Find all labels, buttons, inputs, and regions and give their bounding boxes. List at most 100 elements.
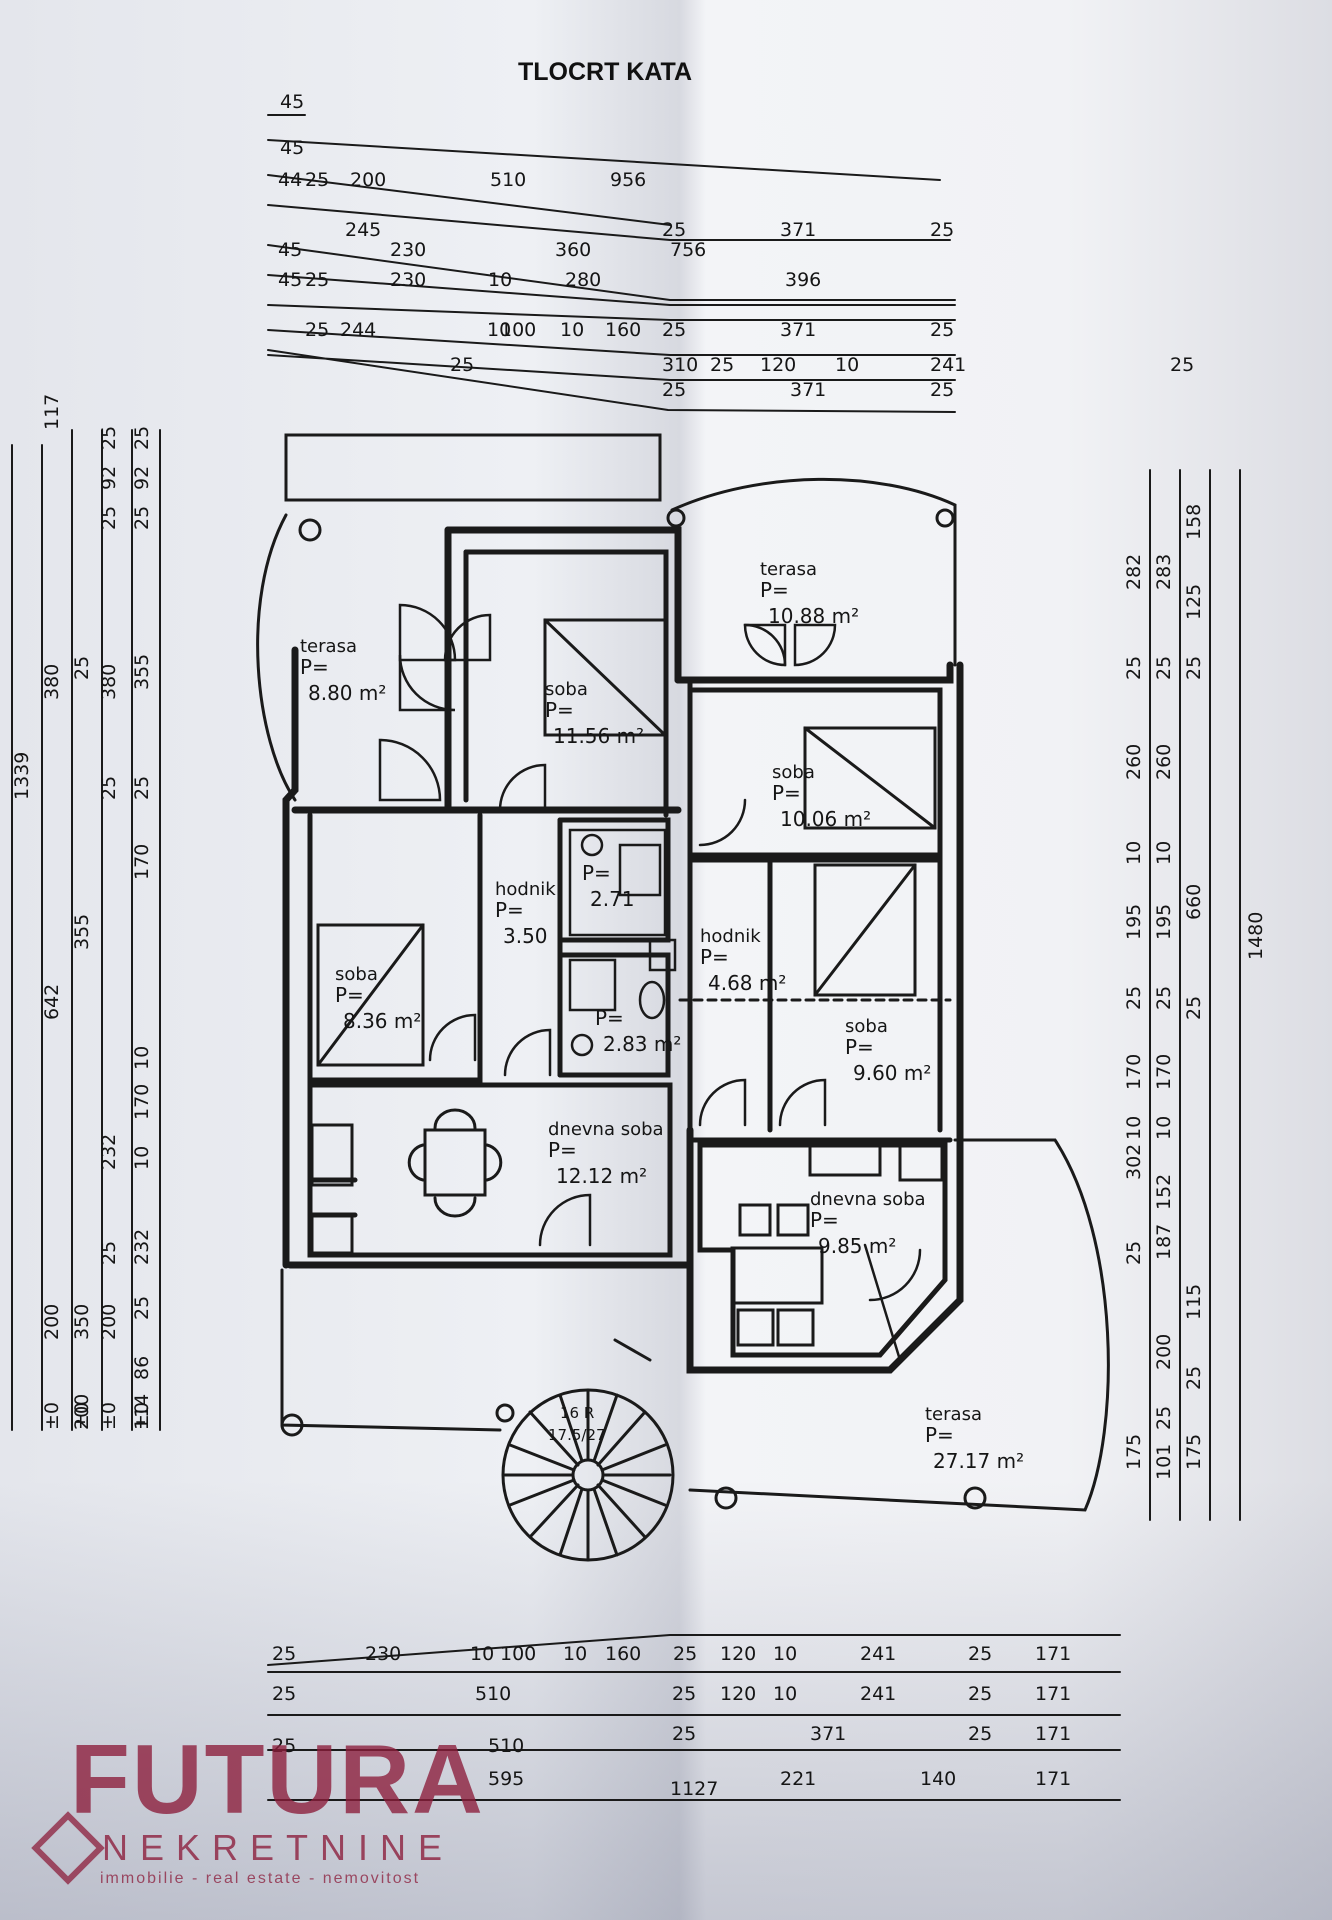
- dim-left-1-4: ±0: [41, 1402, 63, 1430]
- room-p-label-dnevna_w: P=: [548, 1138, 577, 1162]
- dim-right-1-8: 152: [1153, 1174, 1175, 1210]
- dimension-lines-right: [1149, 469, 1241, 1521]
- dim-right-2-7: 175: [1183, 1434, 1205, 1470]
- dim-right-0-10: 175: [1123, 1434, 1145, 1470]
- dim-right-2-1: 125: [1183, 584, 1205, 620]
- dim-left-4-13: ±0: [131, 1402, 153, 1430]
- dim-bottom-0-2: 10: [470, 1643, 494, 1665]
- dim-top-6-8: 25: [930, 319, 954, 341]
- dim-left-2-1: 355: [71, 914, 93, 950]
- exterior-walls: [282, 526, 964, 1374]
- dimension-lines-left: [11, 429, 161, 1431]
- dim-right-1-10: 200: [1153, 1334, 1175, 1370]
- dim-bottom-2-1: 371: [810, 1723, 846, 1745]
- dim-right-1-0: 283: [1153, 554, 1175, 590]
- dim-left-4-9: 232: [131, 1229, 153, 1265]
- dim-top-6-6: 25: [662, 319, 686, 341]
- dim-left-1-1: 380: [41, 664, 63, 700]
- dim-top-3-2: 371: [780, 219, 816, 241]
- dim-right-0-6: 170: [1123, 1054, 1145, 1090]
- dim-top-7-5: 241: [930, 354, 966, 376]
- dim-top-6-1: 244: [340, 319, 376, 341]
- dim-bottom-0-5: 160: [605, 1643, 641, 1665]
- dim-left-4-5: 170: [131, 844, 153, 880]
- dim-bottom-0-0: 25: [272, 1643, 296, 1665]
- dim-bottom-1-3: 120: [720, 1683, 756, 1705]
- dim-bottom-0-6: 25: [673, 1643, 697, 1665]
- dim-left-4-4: 25: [131, 776, 153, 800]
- dim-left-3-0: 25: [98, 426, 120, 450]
- dim-left-1-2: 642: [41, 984, 63, 1020]
- dim-right-1-1: 25: [1153, 656, 1175, 680]
- room-p-label-terasa_s: P=: [925, 1423, 954, 1447]
- dim-right-0-1: 25: [1123, 656, 1145, 680]
- logo-sub-text: NEKRETNINE: [102, 1827, 455, 1868]
- dim-right-2-4: 25: [1183, 996, 1205, 1020]
- plan-title: TLOCRT KATA: [517, 58, 693, 86]
- dim-right-2-6: 25: [1183, 1366, 1205, 1390]
- dim-bottom-1-0: 25: [272, 1683, 296, 1705]
- room-area-dnevna_e: 9.85 m²: [818, 1234, 896, 1258]
- dim-bottom-1-6: 25: [968, 1683, 992, 1705]
- room-area-soba_w: 8.36 m²: [343, 1009, 421, 1033]
- dim-right-2-5: 115: [1183, 1284, 1205, 1320]
- watermark-logo: FUTURA NEKRETNINE immobilie - real estat…: [31, 1730, 540, 1887]
- room-name-terasa_s: terasa: [925, 1404, 982, 1425]
- room-p-label-soba_n: P=: [545, 698, 574, 722]
- room-area-hodnik_e: 4.68 m²: [708, 971, 786, 995]
- dim-left-2-4: ±0: [71, 1402, 93, 1430]
- dim-right-0-0: 282: [1123, 554, 1145, 590]
- beds: [316, 618, 952, 1067]
- stair-size-label: 17.5/27: [548, 1426, 606, 1444]
- dim-top-1-0: 45: [280, 137, 304, 159]
- room-name-terasa_nw: terasa: [300, 636, 357, 657]
- dim-left-4-10: 25: [131, 1296, 153, 1320]
- dim-bottom-3a-0: 25: [272, 1735, 296, 1757]
- logo-tagline: immobilie - real estate - nemovitost: [100, 1870, 421, 1887]
- dimension-lines-bottom: [267, 1634, 1121, 1801]
- dim-top-6-0: 25: [305, 319, 329, 341]
- room-name-terasa_ne: terasa: [760, 559, 817, 580]
- dim-bottom-0-7: 120: [720, 1643, 756, 1665]
- dim-top-0-0: 45: [280, 91, 304, 113]
- dim-bottom-0-4: 10: [563, 1643, 587, 1665]
- dim-left-2-3: 200: [71, 1394, 93, 1430]
- dim-top-3-0: 245: [345, 219, 381, 241]
- dim-left-3-4: 25: [98, 776, 120, 800]
- dim-left-3-6: 25: [98, 1241, 120, 1265]
- dim-left-3-3: 380: [98, 664, 120, 700]
- dim-top-5-1: 25: [305, 269, 329, 291]
- dim-top-4-1: 230: [390, 239, 426, 261]
- dim-left-4-6: 10: [131, 1046, 153, 1070]
- dim-left-4-11: 86: [131, 1356, 153, 1380]
- dim-top-4-3: 756: [670, 239, 706, 261]
- dim-bottom-0-3: 100: [500, 1643, 536, 1665]
- room-name-hodnik_w: hodnik: [495, 879, 556, 900]
- dim-right-0-5: 25: [1123, 986, 1145, 1010]
- dim-left-4-12: 114: [131, 1394, 153, 1430]
- dim-top-6-5: 160: [605, 319, 641, 341]
- dim-bottom-3b-0: 595: [488, 1768, 524, 1790]
- spiral-staircase: [501, 1338, 675, 1562]
- dim-bottom-0-11: 171: [1035, 1643, 1071, 1665]
- dim-bottom-4-0: 1127: [670, 1778, 718, 1800]
- room-p-label-terasa_ne: P=: [760, 578, 789, 602]
- dim-right-2-2: 25: [1183, 656, 1205, 680]
- dim-top-3-1: 25: [662, 219, 686, 241]
- columns: [280, 508, 987, 1510]
- room-area-soba_ne: 10.06 m²: [780, 807, 871, 831]
- photo-shadow: [0, 1480, 1332, 1920]
- dim-right-1-3: 10: [1153, 841, 1175, 865]
- dim-bottom-2-3: 171: [1035, 1723, 1071, 1745]
- dim-left-4-3: 355: [131, 654, 153, 690]
- dim-top-6-4: 10: [560, 319, 584, 341]
- dim-bottom-0-1: 230: [365, 1643, 401, 1665]
- dim-top-2-2: 200: [350, 169, 386, 191]
- dim-left-1-3: 200: [41, 1304, 63, 1340]
- dim-left-2-0: 25: [71, 656, 93, 680]
- dim-top-7-1: 310: [662, 354, 698, 376]
- room-area-terasa_s: 27.17 m²: [933, 1449, 1024, 1473]
- dim-bottom-1-1: 510: [475, 1683, 511, 1705]
- room-name-soba_w: soba: [335, 964, 378, 985]
- dim-top-7-4: 10: [835, 354, 859, 376]
